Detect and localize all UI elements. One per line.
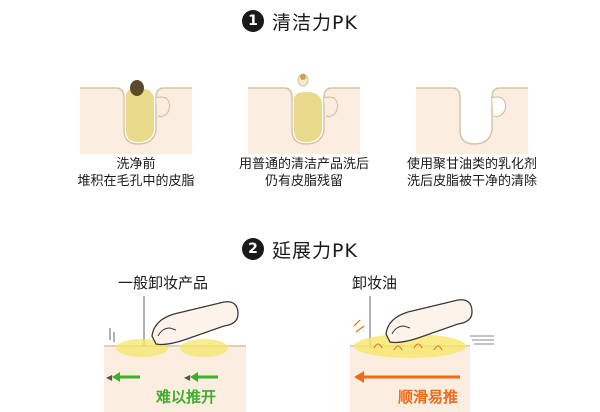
result-smooth-spread: 顺滑易推 [398, 388, 459, 406]
section-title: 延展力PK [272, 239, 358, 262]
section-title: 清洁力PK [272, 11, 358, 34]
section-number-badge: 2 [242, 238, 265, 260]
label-cleansing-oil: 卸妆油 [352, 274, 398, 292]
caption-emulsifier-line2: 洗后皮脂被干净的清除 [406, 174, 537, 189]
caption-emulsifier-line1: 使用聚甘油类的乳化剂 [406, 157, 537, 172]
caption-emulsifier: 使用聚甘油类的乳化剂 洗后皮脂被干净的清除 [392, 156, 552, 190]
caption-ordinary-cleanser: 用普通的清洁产品洗后 仍有皮脂残留 [222, 156, 386, 190]
svg-text:◀: ◀ [184, 373, 191, 382]
pore-before-cleansing-illustration [80, 80, 192, 154]
spread-ordinary-illustration: ◀ ◀ [104, 296, 246, 412]
section-heading-cleansing: 1 清洁力PK [0, 6, 600, 36]
pore-ordinary-cleanser-illustration [248, 73, 360, 154]
section-heading-spreadability: 2 延展力PK [0, 234, 600, 264]
caption-before: 洗净前 堆积在毛孔中的皮脂 [60, 156, 212, 190]
caption-ordinary-line1: 用普通的清洁产品洗后 [238, 157, 369, 172]
pore-clean-illustration [416, 87, 528, 154]
svg-text:◀: ◀ [106, 373, 113, 382]
label-ordinary-remover: 一般卸妆产品 [118, 274, 209, 292]
caption-ordinary-line2: 仍有皮脂残留 [264, 174, 343, 189]
section-number-badge: 1 [242, 10, 265, 32]
spread-oil-illustration [350, 296, 494, 412]
caption-before-line1: 洗净前 [116, 157, 156, 172]
result-hard-to-spread: 难以推开 [156, 388, 217, 406]
caption-before-line2: 堆积在毛孔中的皮脂 [77, 174, 195, 189]
